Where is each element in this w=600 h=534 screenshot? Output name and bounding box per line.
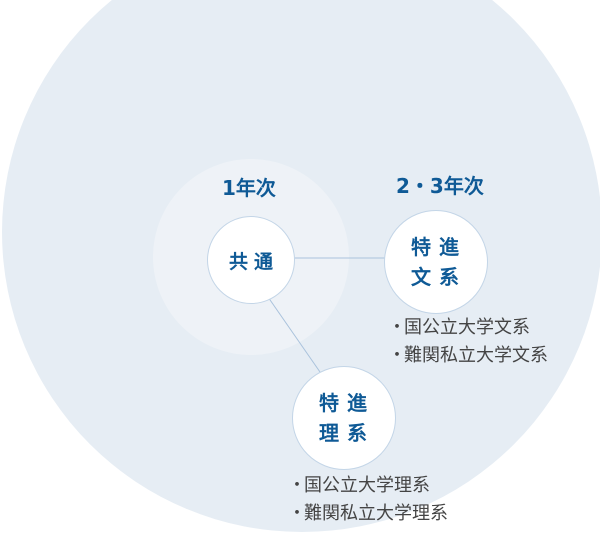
node-tokushin-rikei: 特進 理系 <box>292 366 396 470</box>
year-label-first: 1年次 <box>222 176 276 200</box>
connector-common-rikei <box>267 296 321 373</box>
node-common: 共通 <box>207 216 295 304</box>
year-label-second-third: 2・3年次 <box>396 174 484 198</box>
node-rikei-line2: 理系 <box>319 421 375 445</box>
list-item: 国公立大学理系 <box>288 472 448 500</box>
node-bunkei-line2: 文系 <box>411 265 467 289</box>
list-item: 国公立大学文系 <box>388 314 548 342</box>
node-bunkei-line1: 特進 <box>411 235 467 259</box>
bunkei-target-list: 国公立大学文系 難関私立大学文系 <box>388 314 548 370</box>
node-rikei-line1: 特進 <box>319 391 375 415</box>
list-item: 難関私立大学文系 <box>388 342 548 370</box>
rikei-target-list: 国公立大学理系 難関私立大学理系 <box>288 472 448 528</box>
list-item: 難関私立大学理系 <box>288 500 448 528</box>
node-common-label: 共通 <box>228 250 279 273</box>
node-tokushin-bunkei: 特進 文系 <box>384 210 488 314</box>
